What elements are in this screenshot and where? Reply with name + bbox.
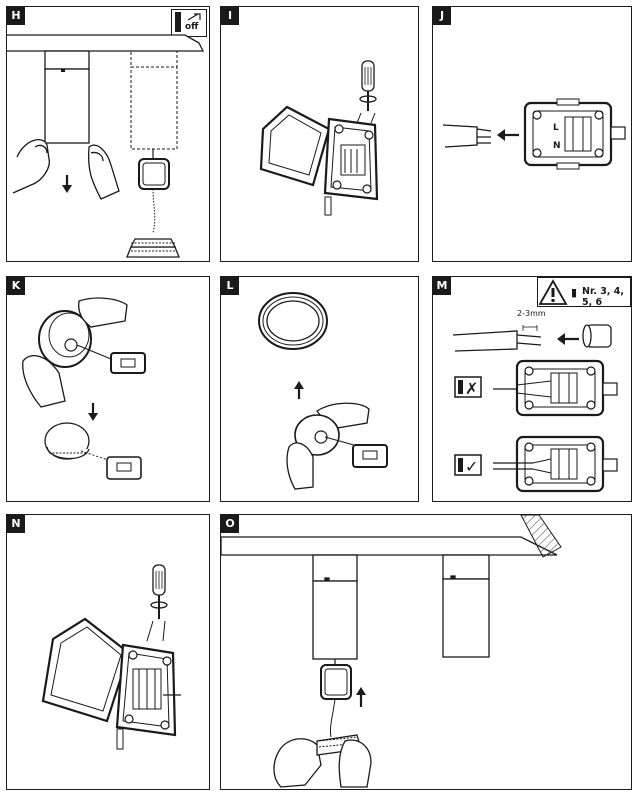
right-hand (87, 144, 120, 200)
spot-cylinder-right (442, 554, 490, 658)
pointer-lines (146, 620, 166, 642)
panel-j-drawing: L N (442, 98, 626, 170)
ceiling-base-ring (126, 238, 180, 258)
panel-i-drawing (259, 60, 379, 216)
up-arrow-icon (294, 381, 304, 399)
left-arrow-icon (557, 333, 579, 345)
switch-icon (187, 13, 201, 21)
panel-l-tag: L (221, 277, 239, 295)
panel-n-drawing (41, 564, 181, 750)
panel-o-tag: O (221, 515, 239, 533)
panel-n: N (6, 514, 210, 790)
panel-i: I (220, 6, 419, 262)
cable-sleeve (582, 324, 612, 348)
junction-box (323, 117, 379, 216)
panel-n-tag: N (7, 515, 25, 533)
base-ring-bottom (44, 422, 142, 480)
battery-icon: ▮ (571, 286, 578, 299)
driver-box (320, 664, 352, 700)
panel-j: J L N (432, 6, 632, 262)
panel-o: O (220, 514, 632, 790)
left-hand (12, 139, 50, 194)
driver-box (138, 149, 170, 190)
stripped-cable (452, 325, 542, 352)
panel-o-drawing (221, 515, 562, 788)
panel-h: H off (6, 6, 210, 262)
warning-box: ▮ Nr. 3, 4, 5, 6 (537, 277, 631, 308)
ceiling-mount (44, 50, 90, 70)
cable-lower (330, 698, 336, 738)
hanging-cable (152, 188, 156, 234)
right-example: ✓ (454, 435, 618, 493)
panel-k-tag: K (7, 277, 25, 295)
exclamation-icon (175, 12, 181, 32)
left-arrow-icon (497, 129, 519, 141)
panel-m-drawing: ✗ ✓ (452, 324, 618, 493)
junction-box-top (523, 98, 626, 170)
warning-text: Nr. 3, 4, 5, 6 (582, 286, 624, 308)
power-off-badge: off (171, 9, 207, 37)
panel-k: K (6, 276, 210, 502)
warning-triangle-icon (538, 279, 568, 305)
base-with-hand (286, 402, 388, 490)
panel-h-tag: H (7, 7, 25, 25)
panel-m-tag: M (433, 277, 451, 295)
open-lid (41, 617, 131, 723)
down-arrow-icon (88, 403, 98, 421)
dashed-spot-outline (130, 50, 178, 150)
strip-length-label: 2-3mm (517, 309, 546, 318)
panel-m: M ▮ Nr. 3, 4, 5, 6 2-3mm ✗ (432, 276, 632, 502)
screwdriver-icon (150, 564, 168, 619)
hands-with-base (273, 734, 372, 788)
right-mark-icon: ✓ (465, 457, 478, 476)
open-lid (259, 105, 331, 187)
wrong-example: ✗ (454, 359, 618, 417)
junction-box (115, 643, 181, 750)
terminal-l-label: L (553, 123, 559, 133)
off-label: off (185, 22, 199, 32)
spot-cylinder-left (312, 554, 358, 660)
panel-l-drawing (258, 292, 388, 490)
pointer-lines (356, 112, 376, 124)
wrong-mark-icon: ✗ (465, 379, 478, 398)
down-arrow-icon (62, 175, 72, 193)
panel-i-tag: I (221, 7, 239, 25)
panel-l: L (220, 276, 419, 502)
up-arrow-icon (356, 687, 366, 707)
sealing-ring (258, 292, 328, 350)
driver-small (76, 344, 146, 374)
screwdriver-icon (359, 60, 377, 111)
terminal-n-label: N (553, 141, 561, 151)
panel-j-tag: J (433, 7, 451, 25)
ceiling-beam (221, 515, 562, 558)
cable-end (442, 124, 492, 148)
finger-hand-top (22, 297, 128, 408)
spot-cylinder (44, 68, 90, 144)
panel-h-drawing (7, 34, 205, 258)
panel-k-drawing (22, 297, 146, 480)
